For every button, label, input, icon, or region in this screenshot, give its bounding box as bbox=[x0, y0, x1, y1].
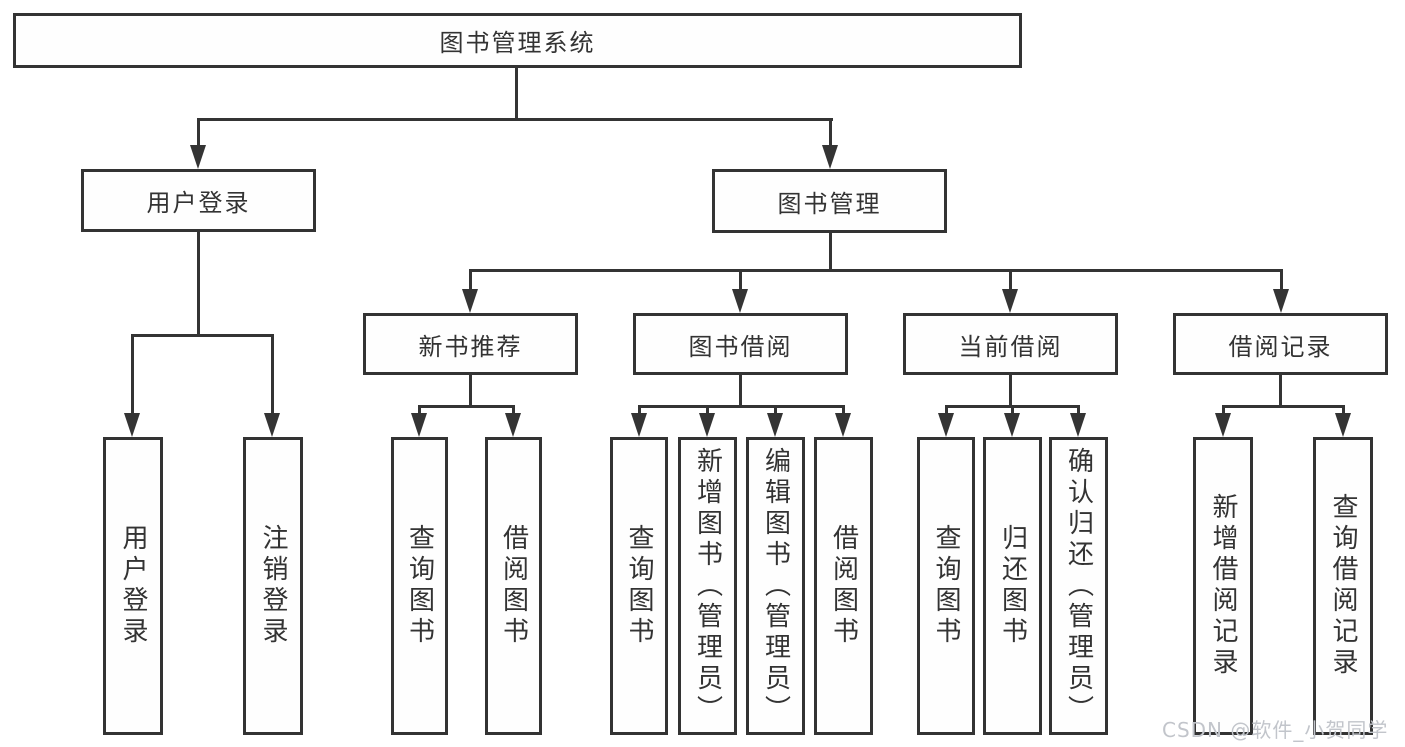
node-borrow-records-label: 借阅记录 bbox=[1228, 332, 1333, 361]
connector-line bbox=[1222, 405, 1345, 408]
connector-line bbox=[774, 405, 777, 417]
connector-line bbox=[1280, 269, 1283, 293]
node-user-login: 用户登录 bbox=[81, 169, 316, 232]
connector-line bbox=[829, 231, 832, 272]
connector-line bbox=[739, 269, 742, 293]
arrow-down-icon bbox=[822, 145, 838, 169]
leaf-logout-label: 注销登录 bbox=[258, 524, 288, 648]
leaf-query-books-recommend: 查询图书 bbox=[391, 437, 448, 735]
connector-line bbox=[706, 405, 709, 417]
node-new-book-recommend: 新书推荐 bbox=[363, 313, 578, 375]
arrow-down-icon bbox=[264, 413, 280, 437]
connector-line bbox=[131, 334, 274, 337]
connector-line bbox=[842, 405, 845, 417]
arrow-down-icon bbox=[462, 289, 478, 313]
connector-line bbox=[469, 269, 472, 293]
node-borrow-records: 借阅记录 bbox=[1173, 313, 1388, 375]
connector-line bbox=[271, 334, 274, 416]
leaf-add-borrow-record-label: 新增借阅记录 bbox=[1208, 493, 1238, 679]
arrow-down-icon bbox=[1002, 289, 1018, 313]
leaf-return-book: 归还图书 bbox=[983, 437, 1042, 735]
node-book-borrow: 图书借阅 bbox=[633, 313, 848, 375]
arrow-down-icon bbox=[1070, 413, 1086, 437]
leaf-borrow-books-recommend-label: 借阅图书 bbox=[498, 524, 529, 648]
arrow-down-icon bbox=[1004, 413, 1020, 437]
connector-line bbox=[131, 334, 134, 416]
connector-line bbox=[638, 405, 641, 417]
connector-line bbox=[512, 405, 515, 417]
connector-line bbox=[1009, 373, 1012, 408]
leaf-query-books-current-label: 查询图书 bbox=[931, 524, 961, 648]
arrow-down-icon bbox=[1273, 289, 1289, 313]
arrow-down-icon bbox=[1215, 413, 1231, 437]
node-book-management: 图书管理 bbox=[712, 169, 947, 233]
leaf-edit-book-admin: 编辑图书（管理员） bbox=[746, 437, 805, 735]
csdn-watermark: CSDN @软件_小贺同学 bbox=[1162, 718, 1389, 742]
arrow-down-icon bbox=[411, 413, 427, 437]
leaf-borrow-books-borrow-label: 借阅图书 bbox=[828, 524, 859, 648]
node-current-borrow-label: 当前借阅 bbox=[958, 332, 1063, 361]
leaf-borrow-books-recommend: 借阅图书 bbox=[485, 437, 542, 735]
leaf-user-login-label: 用户登录 bbox=[118, 524, 148, 648]
leaf-query-books-borrow: 查询图书 bbox=[610, 437, 668, 735]
leaf-user-login: 用户登录 bbox=[103, 437, 163, 735]
connector-line bbox=[515, 66, 518, 120]
node-current-borrow: 当前借阅 bbox=[903, 313, 1118, 375]
arrow-down-icon bbox=[699, 413, 715, 437]
leaf-add-borrow-record: 新增借阅记录 bbox=[1193, 437, 1253, 735]
leaf-query-books-current: 查询图书 bbox=[917, 437, 975, 735]
leaf-confirm-return-admin: 确认归还（管理员） bbox=[1049, 437, 1108, 735]
node-book-management-label: 图书管理 bbox=[777, 189, 882, 218]
connector-line bbox=[197, 118, 200, 150]
leaf-confirm-return-admin-label: 确认归还（管理员） bbox=[1063, 446, 1094, 726]
connector-line bbox=[945, 405, 948, 417]
leaf-edit-book-admin-label: 编辑图书（管理员） bbox=[760, 446, 791, 726]
arrow-down-icon bbox=[938, 413, 954, 437]
leaf-query-books-recommend-label: 查询图书 bbox=[404, 524, 435, 648]
leaf-query-books-borrow-label: 查询图书 bbox=[624, 524, 654, 648]
leaf-logout: 注销登录 bbox=[243, 437, 303, 735]
arrow-down-icon bbox=[732, 289, 748, 313]
arrow-down-icon bbox=[631, 413, 647, 437]
connector-line bbox=[469, 373, 472, 408]
connector-line bbox=[197, 230, 200, 337]
connector-line bbox=[1011, 405, 1014, 417]
connector-line bbox=[1009, 269, 1012, 293]
connector-line bbox=[197, 118, 833, 121]
arrow-down-icon bbox=[505, 413, 521, 437]
leaf-query-borrow-record-label: 查询借阅记录 bbox=[1328, 493, 1358, 679]
arrow-down-icon bbox=[767, 413, 783, 437]
node-book-borrow-label: 图书借阅 bbox=[688, 332, 793, 361]
connector-line bbox=[739, 373, 742, 408]
connector-line bbox=[1342, 405, 1345, 417]
arrow-down-icon bbox=[124, 413, 140, 437]
connector-line bbox=[1077, 405, 1080, 417]
arrow-down-icon bbox=[190, 145, 206, 169]
leaf-add-book-admin: 新增图书（管理员） bbox=[678, 437, 737, 735]
leaf-borrow-books-borrow: 借阅图书 bbox=[814, 437, 873, 735]
connector-line bbox=[638, 405, 845, 408]
node-root: 图书管理系统 bbox=[13, 13, 1022, 68]
connector-line bbox=[1279, 373, 1282, 408]
node-root-label: 图书管理系统 bbox=[439, 29, 596, 57]
connector-line bbox=[1222, 405, 1225, 417]
connector-line bbox=[418, 405, 421, 417]
connector-line bbox=[829, 118, 832, 148]
leaf-query-borrow-record: 查询借阅记录 bbox=[1313, 437, 1373, 735]
leaf-return-book-label: 归还图书 bbox=[997, 524, 1028, 648]
arrow-down-icon bbox=[835, 413, 851, 437]
leaf-add-book-admin-label: 新增图书（管理员） bbox=[692, 446, 723, 726]
connector-line bbox=[469, 269, 1283, 272]
connector-line bbox=[418, 405, 515, 408]
arrow-down-icon bbox=[1335, 413, 1351, 437]
node-user-login-label: 用户登录 bbox=[146, 189, 251, 217]
node-new-book-recommend-label: 新书推荐 bbox=[418, 332, 523, 361]
